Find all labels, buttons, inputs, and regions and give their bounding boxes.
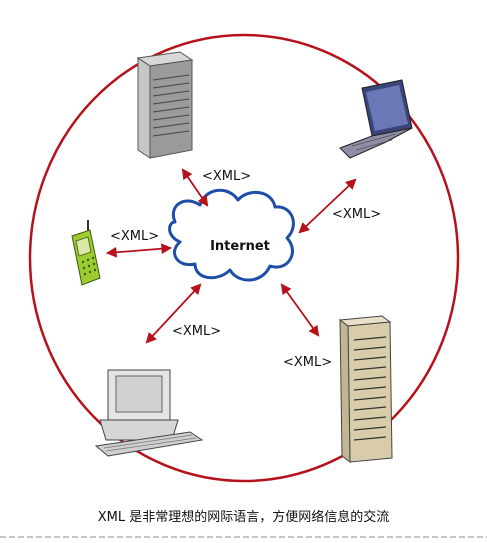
arrow-laptop (298, 178, 357, 234)
arrow-desktop-pc (145, 283, 202, 344)
arrow-mobile-phone (105, 243, 173, 258)
desktop-computer-icon (94, 369, 204, 457)
laptop-icon (339, 79, 413, 159)
rack-server-icon (338, 315, 393, 464)
xml-label-rack-server: <XML> (283, 355, 332, 370)
connection-arrows (105, 168, 357, 344)
xml-label-server-tower: <XML> (202, 169, 251, 184)
arrow-server-tower (181, 168, 209, 207)
xml-label-desktop-pc: <XML> (172, 324, 221, 339)
figure-caption: XML 是非常理想的网际语言，方便网络信息的交流 (97, 510, 390, 525)
internet-cloud: Internet (168, 189, 295, 282)
xml-label-laptop: <XML> (332, 207, 381, 222)
mobile-phone-icon (71, 220, 101, 286)
xml-label-mobile-phone: <XML> (110, 229, 159, 244)
server-tower-icon (136, 51, 194, 159)
page-divider (0, 536, 487, 538)
internet-label: Internet (210, 239, 270, 254)
arrow-rack-server (280, 283, 320, 337)
network-boundary-circle (28, 33, 460, 483)
